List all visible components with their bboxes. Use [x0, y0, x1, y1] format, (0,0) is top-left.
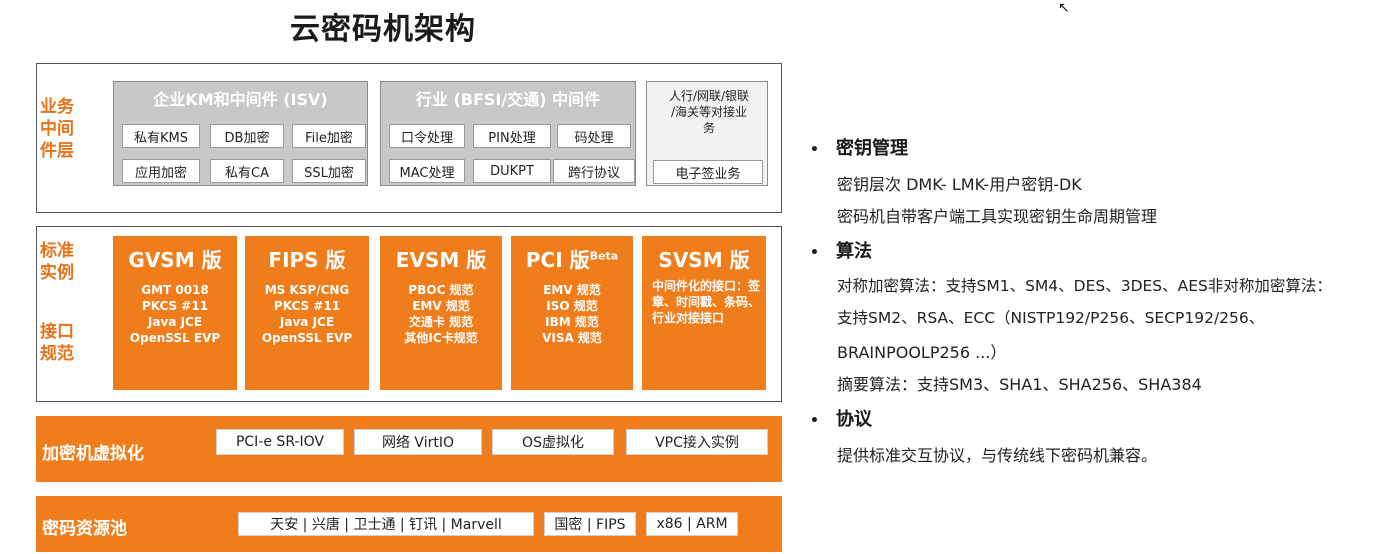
gvsm-version-box: GVSM 版 GMT 0018 PKCS #11 Java JCE OpenSS…	[113, 236, 237, 390]
chip-file-encryption: File加密	[292, 124, 366, 148]
chip-app-encryption: 应用加密	[122, 159, 200, 183]
version-title: SVSM 版	[658, 248, 750, 272]
regulator-interface-group: 人行/网联/银联 /海关等对接业 务 电子签业务	[646, 81, 768, 186]
bullet-icon: •	[810, 245, 819, 261]
chip-os-virtualization: OS虚拟化	[492, 429, 614, 455]
feature-key-management: •密钥管理	[810, 138, 908, 159]
feature-text: 密码机自带客户端工具实现密钥生命周期管理	[837, 207, 1158, 226]
page-title: 云密码机架构	[290, 12, 476, 47]
mouse-pointer-icon: ↖	[1058, 0, 1070, 16]
chip-pcie-sriov: PCI-e SR-IOV	[216, 429, 344, 455]
interface-spec-label: 接口 规范	[40, 322, 74, 364]
resource-pool-label: 密码资源池	[42, 519, 127, 539]
chip-db-encryption: DB加密	[210, 124, 284, 148]
chip-arch: x86 | ARM	[646, 512, 738, 536]
chip-password-processing: 口令处理	[389, 124, 465, 148]
version-title: FIPS 版	[268, 248, 346, 272]
fips-version-box: FIPS 版 MS KSP/CNG PKCS #11 Java JCE Open…	[245, 236, 369, 390]
version-specs: GMT 0018 PKCS #11 Java JCE OpenSSL EVP	[129, 283, 221, 345]
feature-text: 提供标准交互协议，与传统线下密码机兼容。	[837, 446, 1158, 465]
enterprise-km-group: 企业KM和中间件 (ISV) 私有KMS DB加密 File加密 应用加密 私有…	[113, 81, 368, 186]
feature-algorithms: •算法	[810, 241, 872, 262]
standard-instance-label: 标准 实例	[40, 241, 74, 283]
industry-middleware-group: 行业 (BFSI/交通) 中间件 口令处理 PIN处理 码处理 MAC处理 DU…	[380, 81, 636, 186]
chip-gm-fips: 国密 | FIPS	[544, 512, 636, 536]
chip-dukpt: DUKPT	[473, 159, 551, 183]
bullet-icon: •	[810, 142, 819, 158]
feature-text: 支持SM2、RSA、ECC（NISTP192/P256、SECP192/256、	[837, 309, 1265, 327]
version-specs: PBOC 规范 EMV 规范 交通卡 规范 其他IC卡规范	[404, 283, 478, 345]
group-title: 行业 (BFSI/交通) 中间件	[415, 90, 601, 109]
version-specs: 中间件化的接口：签章、时间戳、条码、行业对接接口	[652, 279, 761, 325]
bullet-icon: •	[810, 413, 819, 429]
chip-private-ca: 私有CA	[210, 159, 284, 183]
feature-text: 对称加密算法：支持SM1、SM4、DES、3DES、AES非对称加密算法：	[837, 277, 1332, 295]
beta-badge: Beta	[589, 249, 619, 263]
version-title: GVSM 版	[128, 248, 222, 272]
version-specs: EMV 规范 ISO 规范 IBM 规范 VISA 规范	[542, 283, 602, 345]
feature-protocol: •协议	[810, 409, 872, 430]
chip-vpc-access: VPC接入实例	[626, 429, 768, 455]
chip-code-processing: 码处理	[557, 124, 631, 148]
feature-text: 摘要算法：支持SM3、SHA1、SHA256、SHA384	[837, 375, 1202, 394]
chip-mac-processing: MAC处理	[389, 159, 465, 183]
resource-pool-band: 密码资源池 天安 | 兴唐 | 卫士通 | 钉讯 | Marvell 国密 | …	[36, 496, 782, 552]
chip-pin-processing: PIN处理	[473, 124, 551, 148]
group-title: 企业KM和中间件 (ISV)	[153, 90, 328, 109]
virtualization-band: 加密机虚拟化 PCI-e SR-IOV 网络 VirtIO OS虚拟化 VPC接…	[36, 416, 782, 482]
chip-interbank-protocol: 跨行协议	[553, 159, 635, 183]
version-title: EVSM 版	[395, 248, 487, 272]
chip-e-signature: 电子签业务	[653, 160, 763, 184]
chip-ssl-encryption: SSL加密	[292, 159, 366, 183]
middleware-layer-label: 业务 中间 件层	[40, 97, 74, 161]
regulator-interface-title: 人行/网联/银联 /海关等对接业 务	[668, 89, 750, 135]
feature-text: BRAINPOOLP256 ...）	[837, 343, 1007, 362]
version-title: PCI 版Beta	[525, 248, 619, 272]
feature-text: 密钥层次 DMK- LMK-用户密钥-DK	[837, 175, 1082, 194]
version-specs: MS KSP/CNG PKCS #11 Java JCE OpenSSL EVP	[261, 283, 353, 345]
chip-network-virtio: 网络 VirtIO	[354, 429, 482, 455]
virtualization-label: 加密机虚拟化	[42, 444, 144, 464]
svsm-version-box: SVSM 版 中间件化的接口：签章、时间戳、条码、行业对接接口	[642, 236, 766, 390]
chip-private-kms: 私有KMS	[122, 124, 200, 148]
chip-vendors: 天安 | 兴唐 | 卫士通 | 钉讯 | Marvell	[238, 512, 534, 536]
pci-version-box: PCI 版Beta EMV 规范 ISO 规范 IBM 规范 VISA 规范	[511, 236, 633, 390]
evsm-version-box: EVSM 版 PBOC 规范 EMV 规范 交通卡 规范 其他IC卡规范	[380, 236, 502, 390]
